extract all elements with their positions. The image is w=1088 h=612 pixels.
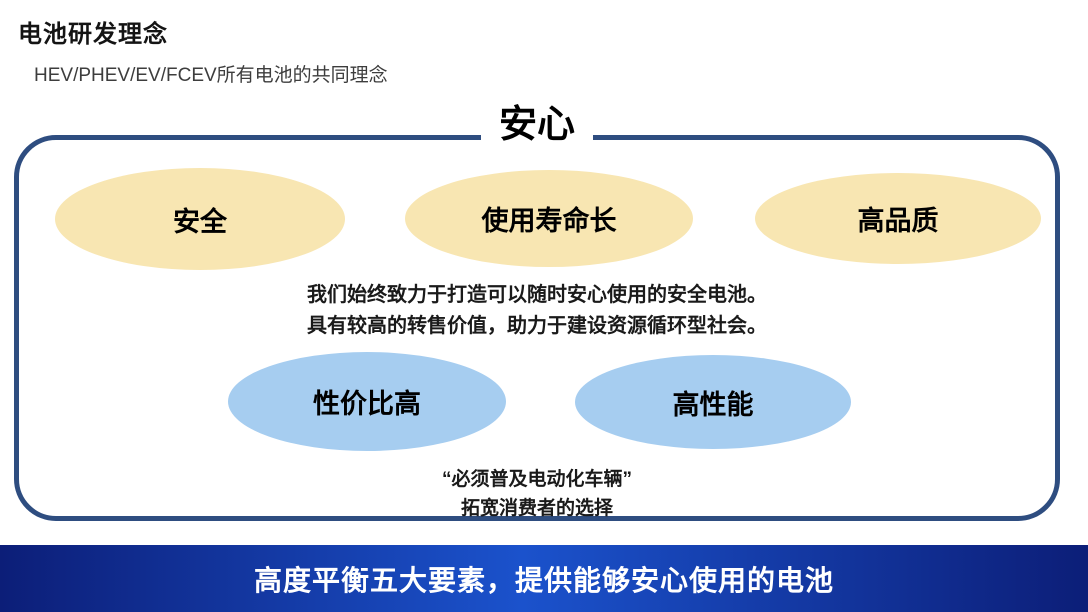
anshin-diagram-container: 安心 安全 使用寿命长 高品质 我们始终致力于打造可以随时安心使用的安全电池。 … <box>14 103 1060 523</box>
banner-text: 高度平衡五大要素，提供能够安心使用的电池 <box>253 564 834 596</box>
ellipse-high-quality: 高品质 <box>755 173 1041 264</box>
description-line2: 具有较高的转售价值，助力于建设资源循环型社会。 <box>307 315 767 337</box>
diagram-title: 安心 <box>480 103 594 149</box>
ellipse-long-life-label: 使用寿命长 <box>481 206 617 236</box>
ellipse-high-performance-label: 高性能 <box>672 389 754 420</box>
quote-line2: 拓宽消费者的选择 <box>460 497 613 519</box>
page-subtitle: HEV/PHEV/EV/FCEV所有电池的共同理念 <box>34 65 388 86</box>
description-line1: 我们始终致力于打造可以随时安心使用的安全电池。 <box>307 284 767 306</box>
description-text: 我们始终致力于打造可以随时安心使用的安全电池。 具有较高的转售价值，助力于建设资… <box>19 280 1055 342</box>
ellipse-cost-performance-label: 性价比高 <box>313 389 421 419</box>
page-title: 电池研发理念 <box>18 21 168 48</box>
ellipse-cost-performance: 性价比高 <box>228 352 506 451</box>
quote-text: “必须普及电动化车辆” 拓宽消费者的选择 <box>19 466 1055 523</box>
ellipse-long-life: 使用寿命长 <box>405 170 693 267</box>
ellipse-high-performance: 高性能 <box>575 355 851 449</box>
footer-banner: 高度平衡五大要素，提供能够安心使用的电池 <box>0 545 1088 612</box>
quote-line1: “必须普及电动化车辆” <box>441 469 632 490</box>
ellipse-safety: 安全 <box>55 168 345 270</box>
ellipse-high-quality-label: 高品质 <box>857 206 939 236</box>
ellipse-safety-label: 安全 <box>173 206 227 237</box>
